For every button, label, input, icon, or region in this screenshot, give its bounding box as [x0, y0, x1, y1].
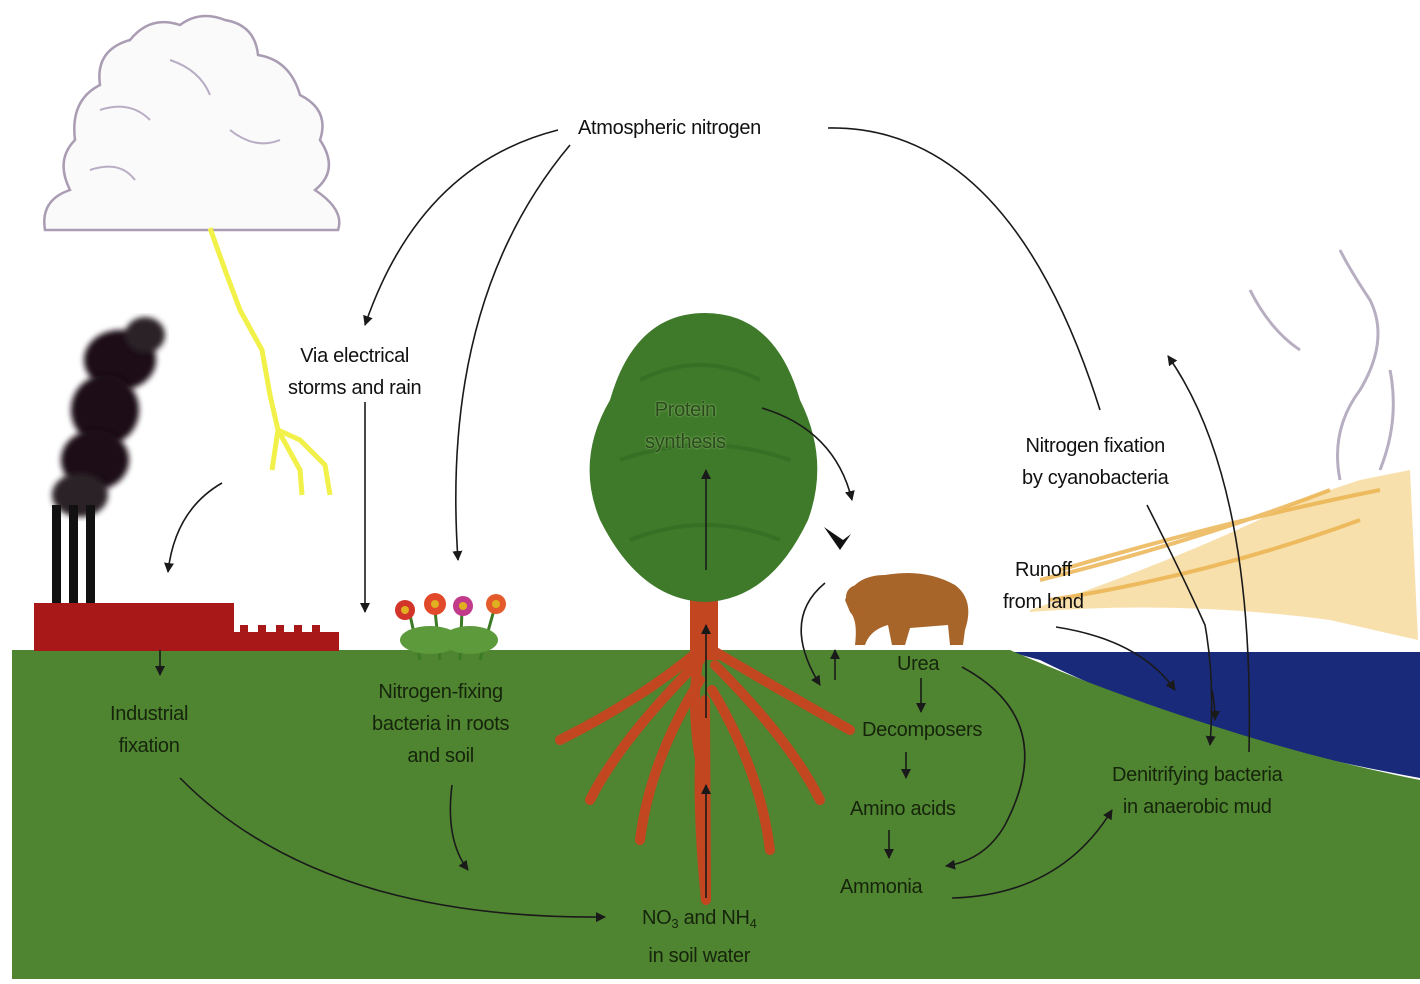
soil-water-formula: NO3 and NH4 — [642, 902, 757, 940]
runoff-label: Runoff from land — [1003, 554, 1084, 618]
flowers-icon — [395, 593, 506, 660]
protein-synthesis-label: Protein synthesis — [645, 394, 726, 458]
arrow-atmosphere-to-storms — [365, 130, 558, 325]
electrical-storms-label: Via electrical storms and rain — [288, 340, 421, 404]
arrow-lightning-to-factory — [168, 483, 222, 572]
nitrogen-fixing-bacteria-label: Nitrogen-fixing bacteria in roots and so… — [372, 676, 509, 772]
decomposers-label: Decomposers — [862, 714, 982, 746]
atmospheric-nitrogen-label: Atmospheric nitrogen — [578, 112, 761, 144]
storm-cloud-icon — [44, 16, 339, 230]
cyanobacteria-fixation-label: Nitrogen fixation by cyanobacteria — [1022, 430, 1168, 494]
arrow-atmosphere-to-cyanobacteria — [828, 128, 1100, 410]
soil-water-nitrates-label: NO3 and NH4 in soil water — [642, 902, 757, 972]
bear-icon — [845, 573, 968, 645]
amino-acids-label: Amino acids — [850, 793, 956, 825]
industrial-fixation-label: Industrial fixation — [110, 698, 188, 762]
smoke-plume-icon — [52, 317, 165, 517]
bird-icon — [824, 527, 851, 550]
arrow-atmosphere-to-bacteria — [456, 145, 570, 560]
ammonia-label: Ammonia — [840, 871, 922, 903]
denitrifying-bacteria-label: Denitrifying bacteria in anaerobic mud — [1112, 759, 1282, 823]
factory-icon — [34, 505, 339, 651]
urea-label: Urea — [897, 648, 939, 680]
